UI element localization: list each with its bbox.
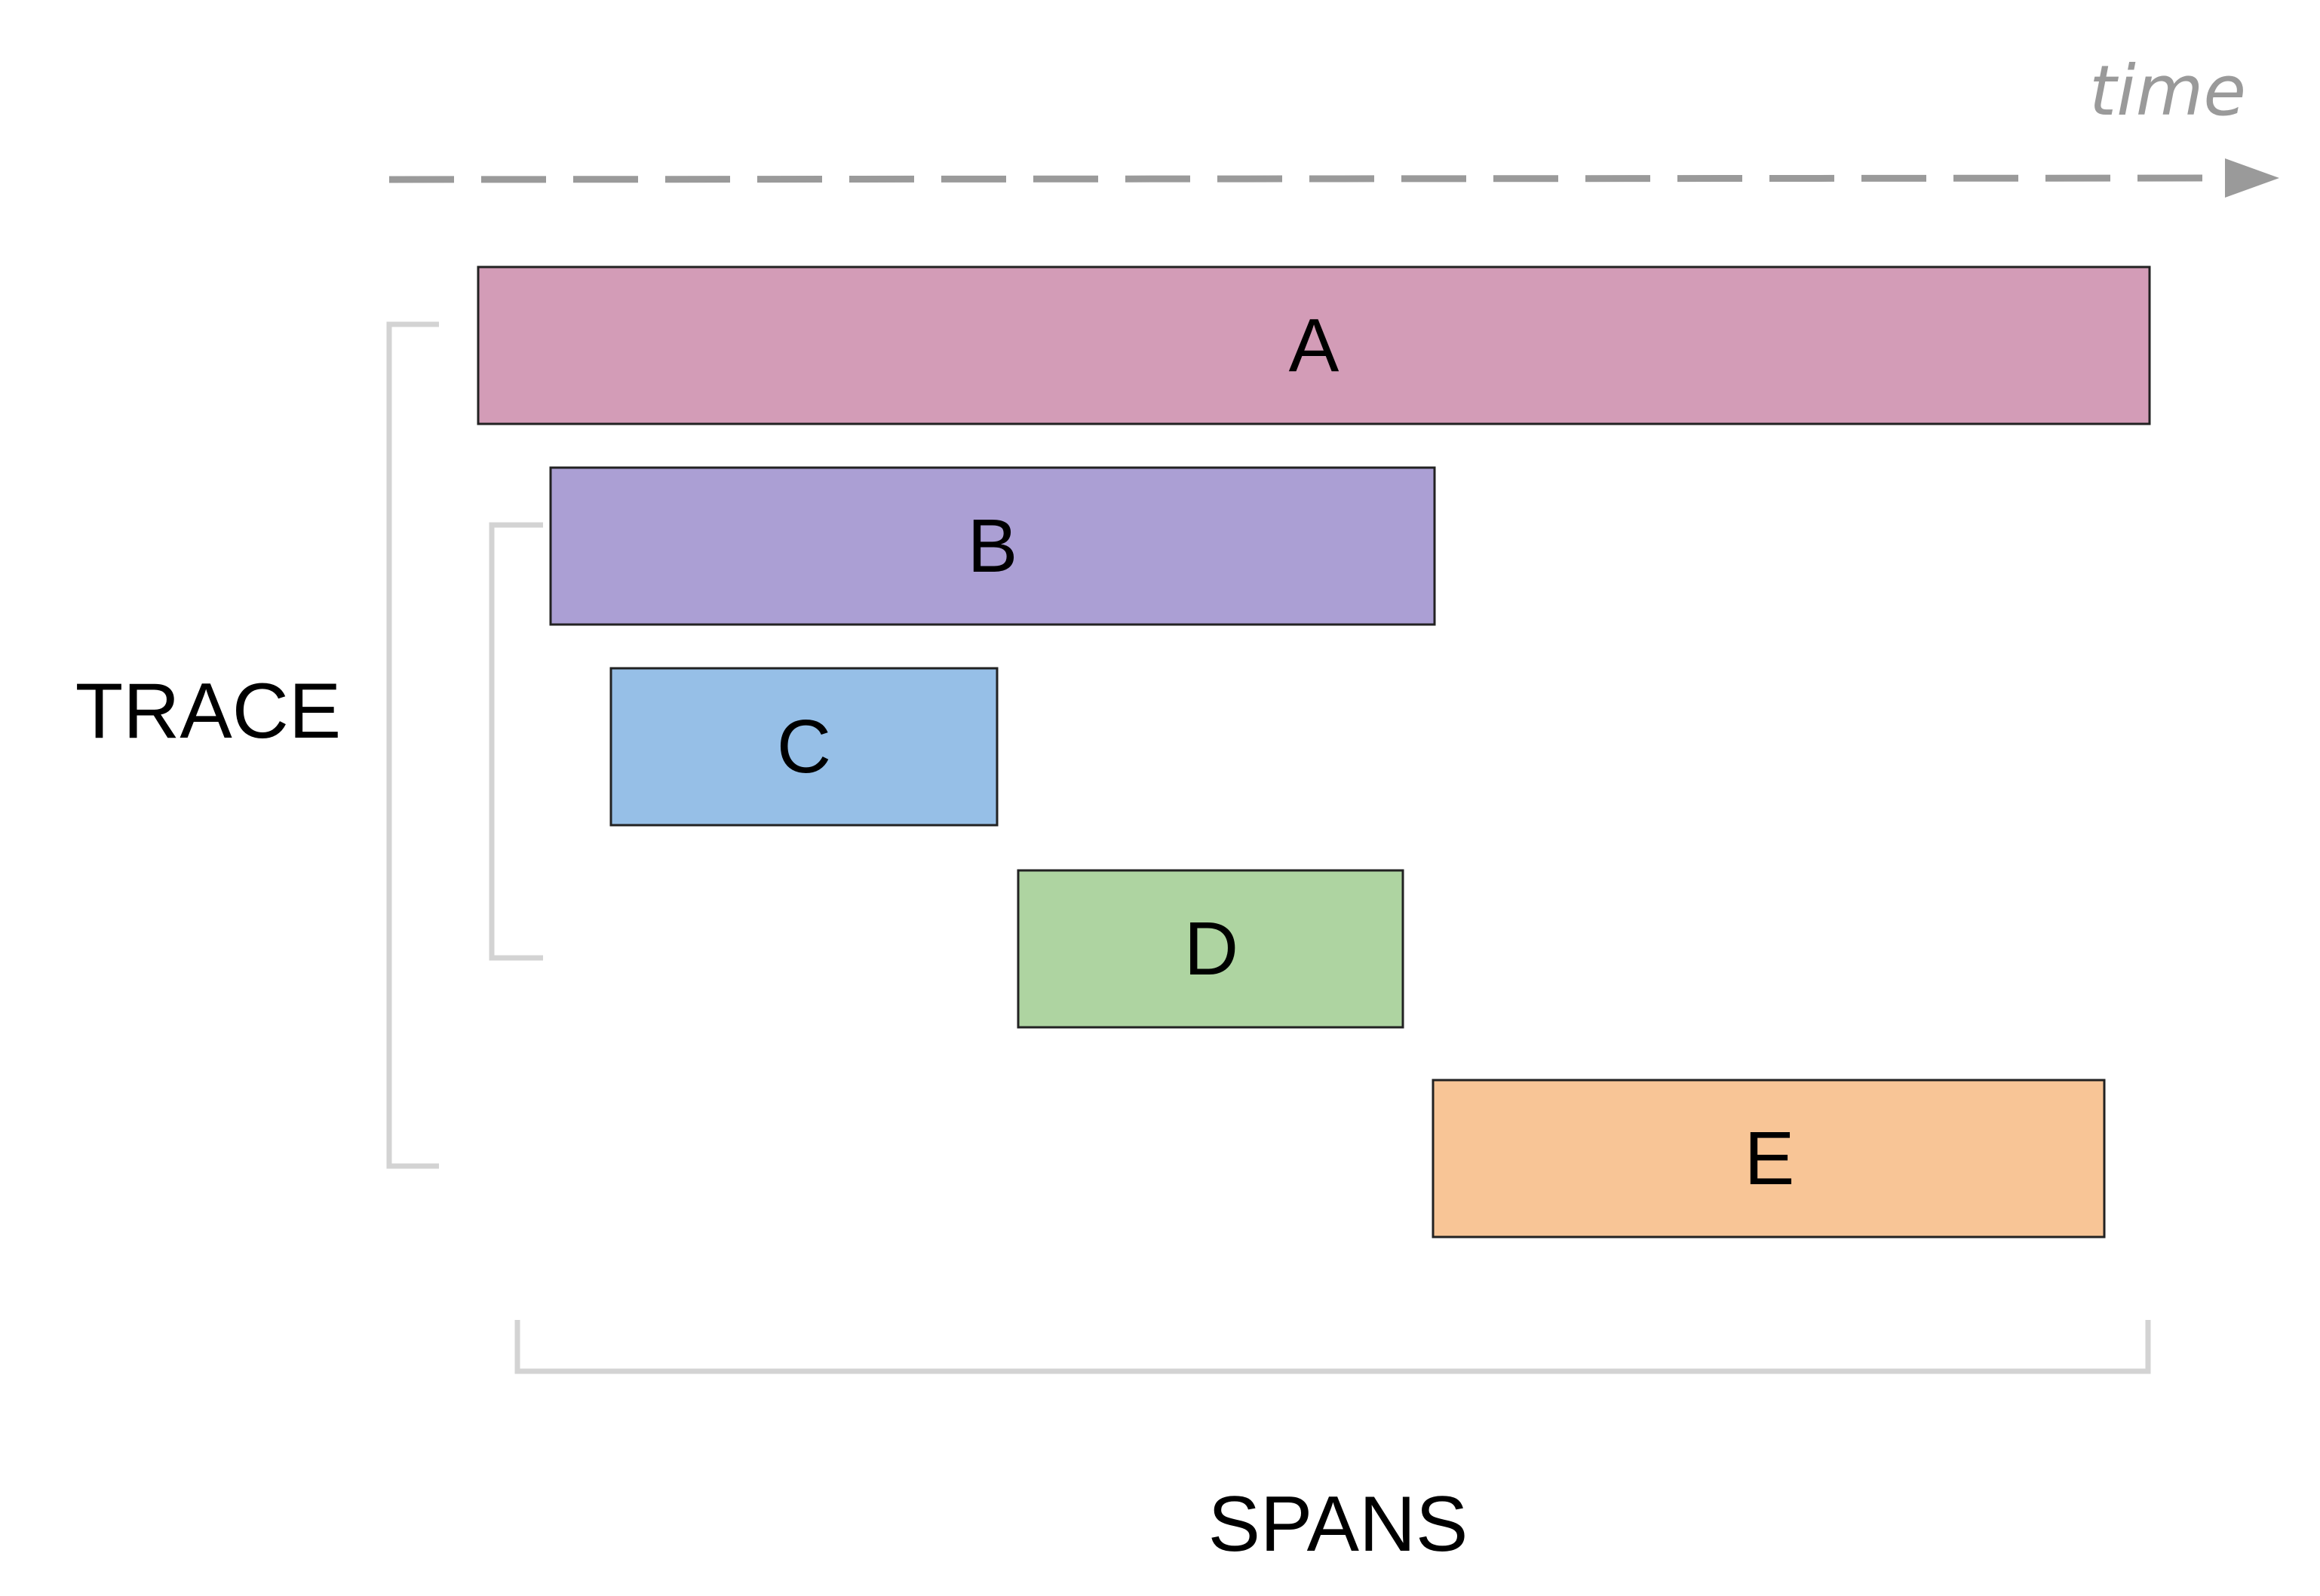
time-axis-arrowhead-icon — [2225, 158, 2279, 198]
span-bar-a — [477, 265, 2151, 425]
span-label-c: C — [777, 704, 831, 789]
trace-label: TRACE — [75, 668, 341, 755]
span-b: B — [549, 466, 1436, 626]
span-bar-e — [1432, 1079, 2106, 1238]
spans-label: SPANS — [1208, 1481, 1468, 1568]
trace-bracket — [386, 321, 439, 1169]
span-bar-c — [609, 667, 999, 827]
span-c: C — [609, 667, 999, 827]
span-label-d: D — [1184, 907, 1238, 991]
time-axis-dashed-line — [388, 174, 2226, 183]
span-bar-b — [549, 466, 1436, 626]
span-label-b: B — [968, 504, 1018, 588]
span-label-e: E — [1745, 1116, 1795, 1201]
child-span-bracket — [489, 522, 543, 961]
span-bar-d — [1017, 869, 1404, 1029]
spans-bracket — [514, 1320, 2151, 1374]
time-axis: time — [388, 51, 2279, 198]
span-e: E — [1432, 1079, 2106, 1238]
span-a: A — [477, 265, 2151, 425]
time-axis-label: time — [2089, 51, 2246, 131]
span-label-a: A — [1289, 303, 1340, 388]
span-d: D — [1017, 869, 1404, 1029]
